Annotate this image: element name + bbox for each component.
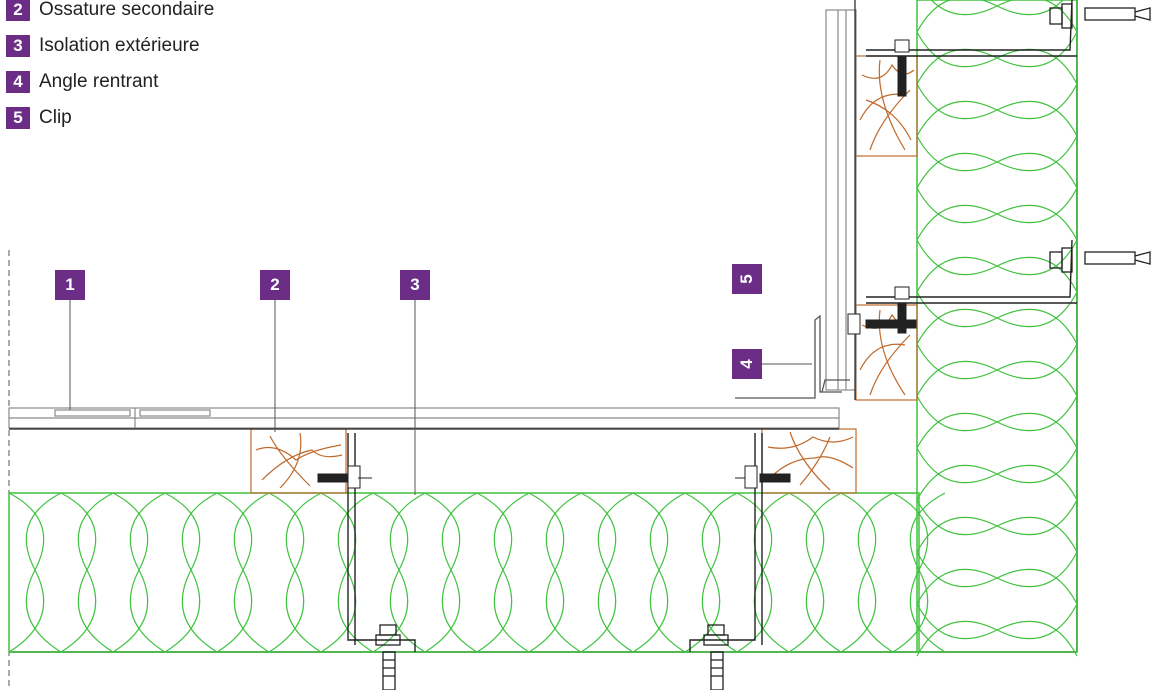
legend-badge: 5	[6, 107, 30, 129]
legend-badge: 2	[6, 0, 30, 21]
legend-label: Isolation extérieure	[39, 35, 200, 56]
anchors-right	[1049, 3, 1151, 273]
legend-item: 2 Ossature secondaire	[6, 0, 214, 28]
legend-item: 5 Clip	[6, 100, 214, 136]
legend-label: Angle rentrant	[39, 71, 159, 92]
brackets	[347, 0, 1077, 652]
cladding-vertical	[825, 0, 857, 400]
legend-label: Clip	[39, 107, 72, 128]
legend-label: Ossature secondaire	[39, 0, 215, 20]
cladding-horizontal	[8, 407, 840, 430]
legend-badge: 4	[6, 71, 30, 93]
callout-3: 3	[400, 270, 430, 300]
legend: 2 Ossature secondaire 3 Isolation extéri…	[6, 0, 214, 136]
screws	[317, 39, 917, 489]
anchors-bottom	[375, 624, 729, 690]
legend-badge: 3	[6, 35, 30, 57]
inside-corner-trim	[735, 314, 850, 399]
legend-item: 4 Angle rentrant	[6, 64, 214, 100]
insulation-horizontal	[8, 492, 946, 653]
insulation-vertical	[916, 0, 1078, 657]
callout-4: 4	[732, 349, 762, 379]
leader-lines	[69, 300, 812, 495]
callout-2: 2	[260, 270, 290, 300]
callout-1: 1	[55, 270, 85, 300]
legend-item: 3 Isolation extérieure	[6, 28, 214, 64]
callout-5: 5	[732, 264, 762, 294]
